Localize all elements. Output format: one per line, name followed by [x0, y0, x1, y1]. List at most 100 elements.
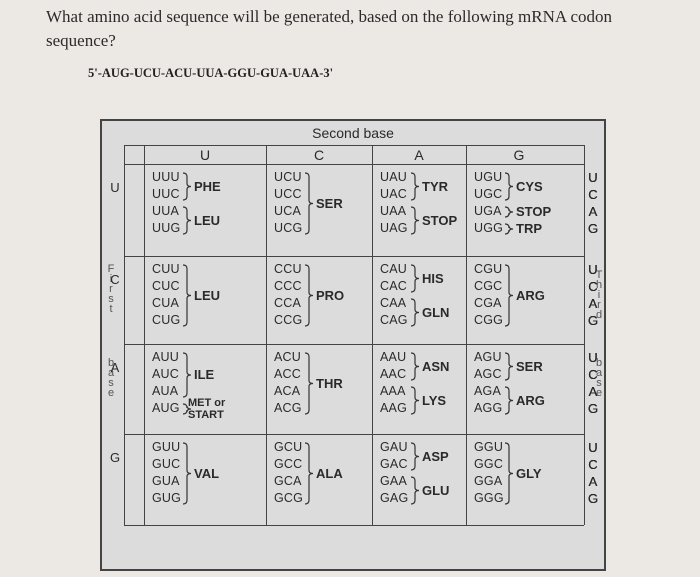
third-base-letter: A	[588, 296, 598, 311]
third-base-letter: C	[588, 457, 598, 472]
amino-acid-label: ALA	[316, 465, 343, 481]
codon-group-brace	[410, 386, 420, 415]
third-base-letter: G	[587, 491, 599, 506]
first-base-divider	[144, 145, 145, 525]
codon: CCG	[274, 313, 303, 327]
codon: UCA	[274, 204, 301, 218]
first-base-divider	[124, 145, 125, 525]
codon: GAU	[380, 440, 408, 454]
codon: GUA	[152, 474, 180, 488]
row-divider	[124, 434, 584, 435]
amino-acid-label: HIS	[422, 270, 444, 286]
third-base-letter: U	[588, 440, 598, 455]
amino-acid-label: LEU	[194, 287, 220, 303]
codon: AUU	[152, 350, 179, 364]
codon-group-brace	[410, 172, 420, 201]
third-base-letter: U	[588, 170, 598, 185]
third-base-letter: U	[588, 440, 598, 455]
third-base-letter: G	[587, 401, 599, 416]
codon-group-brace	[304, 442, 314, 505]
third-base-letter: U	[588, 262, 598, 277]
codon: GGU	[474, 440, 504, 454]
row-divider	[124, 344, 584, 345]
codon: ACU	[274, 350, 301, 364]
codon: CUG	[152, 313, 181, 327]
amino-acid-label: GLU	[422, 482, 450, 498]
third-base-letter: G	[587, 313, 599, 328]
codon: GCC	[274, 457, 303, 471]
third-base-label-bottom: b a s e	[595, 357, 603, 399]
third-base-letter: A	[588, 296, 598, 311]
amino-acid-label: LYS	[422, 392, 447, 408]
codon: AGA	[474, 384, 501, 398]
third-base-label-top: T h i r d	[595, 269, 603, 321]
amino-acid-label: TYR	[422, 178, 448, 194]
third-base-letter: G	[587, 401, 599, 416]
amino-acid-label: ASP	[422, 448, 449, 464]
codon-group-brace	[504, 223, 514, 235]
amino-acid-label: ARG	[516, 287, 545, 303]
codon: AAU	[380, 350, 407, 364]
amino-acid-label: MET or	[188, 397, 226, 409]
row-divider	[124, 164, 584, 165]
third-base-letter: C	[588, 279, 598, 294]
first-base-letter: C	[110, 272, 120, 287]
third-base-letter: C	[588, 279, 598, 294]
row-divider	[124, 525, 584, 526]
amino-acid-label: CYS	[516, 178, 543, 194]
third-base-letter: U	[588, 170, 598, 185]
codon-group-brace	[304, 172, 314, 235]
codon: UUA	[152, 204, 179, 218]
header-divider	[124, 145, 584, 146]
codon-group-brace	[182, 206, 192, 235]
first-base-letter: A	[110, 360, 120, 375]
amino-acid-label: ARG	[516, 392, 545, 408]
codon-group-brace	[304, 264, 314, 327]
second-base-letter: U	[199, 147, 211, 163]
third-base-letter: C	[588, 279, 598, 294]
third-base-letter: U	[588, 440, 598, 455]
third-base-letter: A	[588, 204, 598, 219]
codon-group-brace	[504, 264, 514, 327]
codon: GUU	[152, 440, 181, 454]
amino-acid-label: STOP	[422, 212, 458, 228]
codon-group-brace	[410, 476, 420, 505]
amino-acid-label: VAL	[194, 465, 220, 481]
codon: CUU	[152, 262, 180, 276]
codon: ACG	[274, 401, 302, 415]
third-base-letter: G	[587, 491, 599, 506]
codon: UUC	[152, 187, 180, 201]
codon: CGU	[474, 262, 503, 276]
codon: GUG	[152, 491, 182, 505]
codon-group-brace	[410, 206, 420, 235]
third-base-letter: C	[588, 367, 598, 382]
third-base-letter: G	[587, 401, 599, 416]
codon: UCU	[274, 170, 302, 184]
codon-group-brace	[504, 386, 514, 415]
third-base-letter: G	[587, 491, 599, 506]
amino-acid-label: GLY	[516, 465, 542, 481]
codon: UAA	[380, 204, 407, 218]
codon: CAG	[380, 313, 408, 327]
codon: GUC	[152, 457, 181, 471]
third-base-letter: G	[587, 491, 599, 506]
third-base-letter: G	[587, 313, 599, 328]
codon: AAG	[380, 401, 407, 415]
third-base-letter: U	[588, 350, 598, 365]
third-base-letter: C	[588, 457, 598, 472]
third-base-letter: U	[588, 440, 598, 455]
codon: GCU	[274, 440, 303, 454]
third-base-letter: C	[588, 279, 598, 294]
codon: CCC	[274, 279, 302, 293]
codon: UCG	[274, 221, 303, 235]
codon: UAU	[380, 170, 407, 184]
codon: CCA	[274, 296, 301, 310]
second-base-letter: G	[513, 147, 525, 163]
codon: AAC	[380, 367, 407, 381]
codon-group-brace	[182, 403, 192, 415]
third-base-letter: U	[588, 350, 598, 365]
codon: AUA	[152, 384, 179, 398]
codon: CAU	[380, 262, 407, 276]
codon: UGU	[474, 170, 503, 184]
